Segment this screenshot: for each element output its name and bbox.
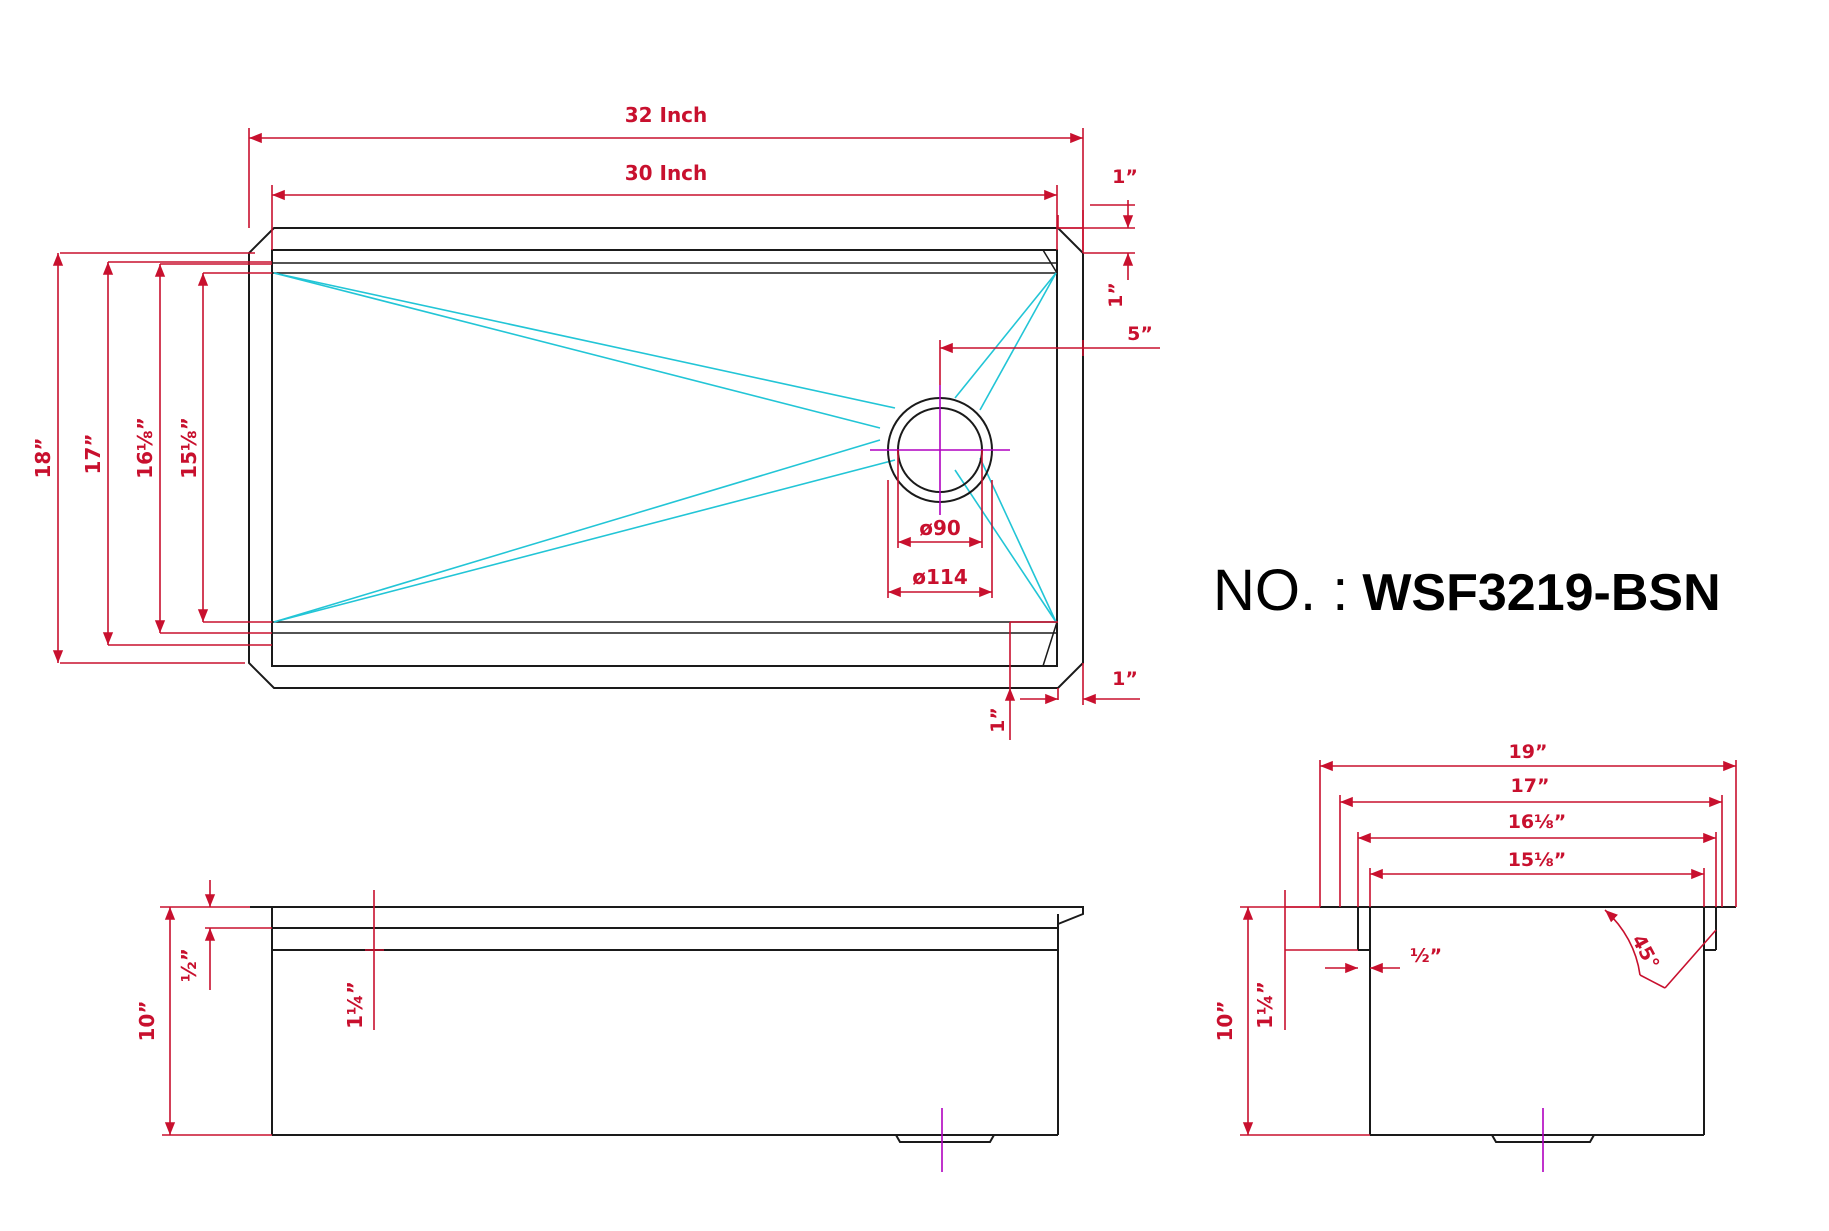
dim-corner-angle: 45° bbox=[1627, 931, 1663, 973]
dim-drain-inner-dia: ø90 bbox=[919, 516, 961, 540]
dim-side-ledge-inner-width: 16⅛” bbox=[1508, 811, 1567, 833]
top-view-flange-outline bbox=[248, 227, 1084, 689]
dim-overall-length: 32 Inch bbox=[625, 103, 708, 127]
top-view-ledge-end-bottom bbox=[1042, 621, 1058, 667]
dim-drain-outer-dia: ø114 bbox=[912, 565, 968, 589]
front-view-drain-body bbox=[895, 1134, 995, 1143]
top-view-ledge-end-top bbox=[1042, 249, 1058, 274]
angle-arc bbox=[1604, 909, 1641, 976]
dim-side-ledge-step: ½” bbox=[1410, 945, 1442, 967]
drain-slope-lines bbox=[273, 272, 1057, 623]
dim-side-ledge-depth: 1¼” bbox=[1253, 981, 1277, 1029]
dim-bowl-length: 30 Inch bbox=[625, 161, 708, 185]
dim-bowl-width: 17” bbox=[81, 434, 105, 475]
dim-corner-bottom-h: 1” bbox=[1112, 668, 1138, 690]
model-number-label: NO. :WSF3219-BSN bbox=[1213, 558, 1721, 623]
dim-side-overall-width: 19” bbox=[1509, 741, 1548, 763]
dim-overall-depth: 10” bbox=[135, 1001, 159, 1042]
dim-overall-width: 18” bbox=[31, 438, 55, 479]
dim-flange-depth: ½” bbox=[177, 948, 201, 982]
dim-side-floor-width: 15⅛” bbox=[1508, 849, 1567, 871]
dim-drain-offset: 5” bbox=[1127, 323, 1153, 345]
dim-side-overall-depth: 10” bbox=[1213, 1001, 1237, 1042]
dim-corner-top-h: 1” bbox=[1112, 166, 1138, 188]
dim-corner-bottom-v: 1” bbox=[987, 707, 1009, 733]
top-view-bowl-outline bbox=[271, 249, 1058, 667]
dim-corner-top-v: 1” bbox=[1105, 282, 1127, 308]
front-view: ½” 1¼” 10” bbox=[135, 880, 1084, 1172]
top-view: 32 Inch 30 Inch 1” 1” 5” 1” 1” bbox=[31, 103, 1160, 740]
dim-side-bowl-width: 17” bbox=[1511, 775, 1550, 797]
front-view-flange bbox=[250, 906, 1084, 925]
dim-floor-width: 15⅛” bbox=[177, 417, 201, 479]
dim-ledge-inner-width: 16⅛” bbox=[133, 417, 157, 479]
side-view: 19” 17” 16⅛” 15⅛” ½” 45° 1¼” 10” bbox=[1213, 741, 1737, 1172]
dim-ledge-depth: 1¼” bbox=[343, 981, 367, 1029]
